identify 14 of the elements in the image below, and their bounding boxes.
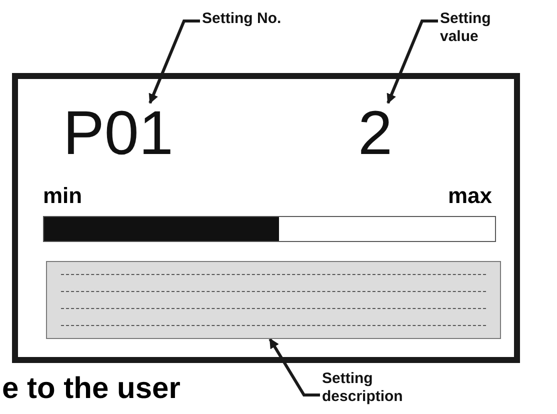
callout-label: Setting description	[322, 370, 432, 410]
callout-label: Setting No.	[202, 10, 312, 32]
leader-line	[386, 20, 438, 104]
leader-line	[148, 20, 200, 104]
scale-min-label: min	[43, 184, 82, 208]
caption-text: e to the user	[2, 372, 180, 405]
setting-number-readout: P01	[63, 103, 183, 165]
leader-line	[268, 338, 320, 396]
level-bar	[43, 216, 496, 242]
setting-value-readout: 2	[358, 103, 408, 165]
description-panel	[46, 261, 501, 339]
display-frame	[12, 73, 520, 363]
scale-max-label: max	[448, 184, 492, 208]
callout-label: Setting value	[440, 10, 520, 50]
